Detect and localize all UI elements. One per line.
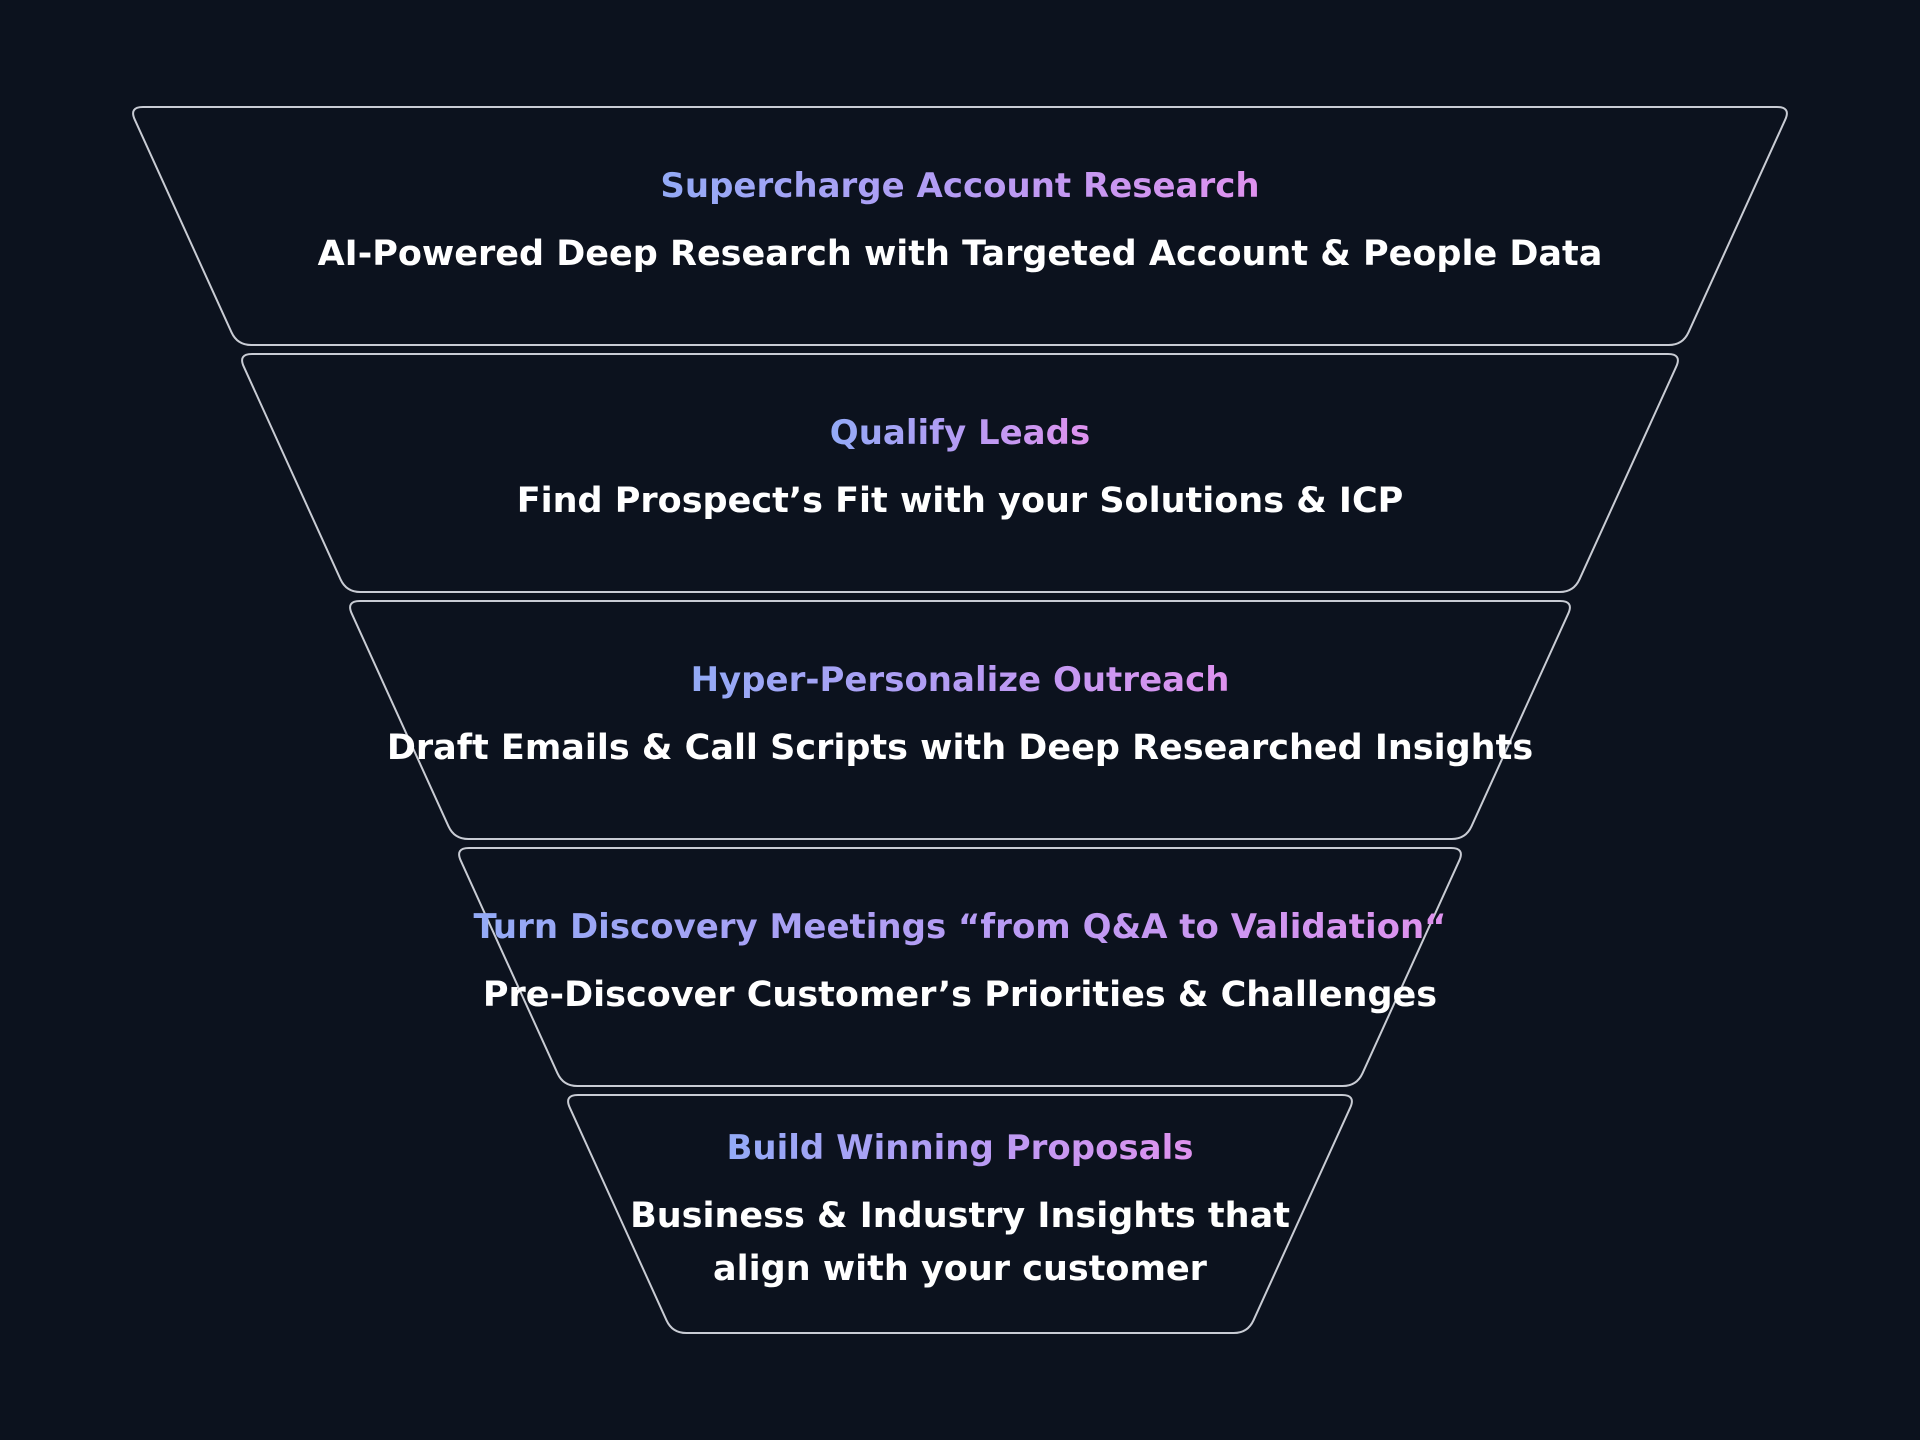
funnel-stage-1-outline xyxy=(132,106,1788,346)
funnel-stage-2-outline xyxy=(241,353,1679,593)
stage-5-description-line-2: align with your customer xyxy=(713,1249,1207,1289)
funnel-stage-4-outline xyxy=(458,847,1462,1087)
stage-4-description-line: Pre-Discover Customer’s Priorities & Cha… xyxy=(482,975,1438,1015)
stage-1-title: Supercharge Account Research xyxy=(660,166,1260,206)
stage-3-title: Hyper-Personalize Outreach xyxy=(690,660,1230,700)
stage-2-description-line: Find Prospect’s Fit with your Solutions … xyxy=(516,481,1404,521)
stage-2-title: Qualify Leads xyxy=(829,413,1091,453)
stage-5-description: Business & Industry Insights that align … xyxy=(0,1190,1920,1296)
stage-1-description-line: AI-Powered Deep Research with Targeted A… xyxy=(317,234,1603,274)
funnel-stage-3-outline xyxy=(349,600,1571,840)
stage-3-text: Hyper-Personalize Outreach Draft Emails … xyxy=(0,658,1920,775)
stage-4-title: Turn Discovery Meetings “from Q&A to Val… xyxy=(473,907,1447,947)
stage-1-text: Supercharge Account Research AI-Powered … xyxy=(0,164,1920,281)
stage-4-text: Turn Discovery Meetings “from Q&A to Val… xyxy=(0,905,1920,1022)
stage-3-description: Draft Emails & Call Scripts with Deep Re… xyxy=(0,722,1920,775)
stage-4-description: Pre-Discover Customer’s Priorities & Cha… xyxy=(0,969,1920,1022)
stage-5-description-line-1: Business & Industry Insights that xyxy=(630,1196,1290,1236)
stage-5-title: Build Winning Proposals xyxy=(726,1128,1194,1168)
funnel-stage-5-outline xyxy=(567,1094,1353,1334)
stage-2-text: Qualify Leads Find Prospect’s Fit with y… xyxy=(0,411,1920,528)
stage-2-description: Find Prospect’s Fit with your Solutions … xyxy=(0,475,1920,528)
stage-1-description: AI-Powered Deep Research with Targeted A… xyxy=(0,228,1920,281)
stage-3-description-line: Draft Emails & Call Scripts with Deep Re… xyxy=(386,728,1534,768)
stage-5-text: Build Winning Proposals Business & Indus… xyxy=(0,1126,1920,1296)
